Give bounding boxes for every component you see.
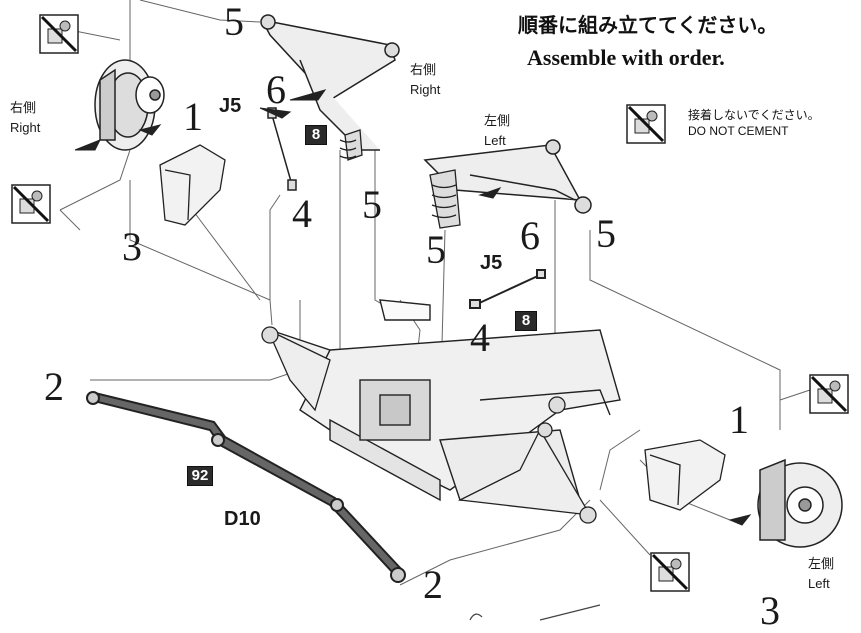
step-3: 3 xyxy=(760,588,780,633)
part-number-box-8: 8 xyxy=(515,311,537,331)
step-4: 4 xyxy=(292,191,312,236)
part-number-box-92: 92 xyxy=(187,466,213,486)
title-japanese: 順番に組み立ててください。 xyxy=(518,13,778,37)
legend-japanese: 接着しないでください。 xyxy=(688,108,820,122)
step-4: 4 xyxy=(470,315,490,360)
side-label-left-jp-1: 左側 xyxy=(484,113,511,128)
part-j5-label: J5 xyxy=(480,252,503,274)
step-1: 1 xyxy=(183,94,203,139)
step-5: 5 xyxy=(362,182,382,227)
step-3: 3 xyxy=(122,224,142,269)
step-2: 2 xyxy=(423,562,443,607)
step-2: 2 xyxy=(44,364,64,409)
side-label-right-en-1: Right xyxy=(10,120,41,135)
side-label-right-jp-1: 右側 xyxy=(10,100,37,115)
step-5: 5 xyxy=(596,211,616,256)
title-english: Assemble with order. xyxy=(527,45,725,70)
side-label-left-en-1: Left xyxy=(484,133,506,148)
side-label-left-jp-2: 左側 xyxy=(808,556,835,571)
step-5: 5 xyxy=(224,0,244,44)
step-5: 5 xyxy=(426,227,446,272)
side-label-left-en-2: Left xyxy=(808,576,830,591)
part-j5-label: J5 xyxy=(219,95,242,117)
part-d10-label: D10 xyxy=(224,508,261,530)
step-6: 6 xyxy=(520,213,540,258)
step-6: 6 xyxy=(266,67,286,112)
side-label-right-jp-2: 右側 xyxy=(410,62,437,77)
part-number-box-8: 8 xyxy=(305,125,327,145)
legend-english: DO NOT CEMENT xyxy=(688,124,789,138)
side-label-right-en-2: Right xyxy=(410,82,441,97)
step-1: 1 xyxy=(729,397,749,442)
